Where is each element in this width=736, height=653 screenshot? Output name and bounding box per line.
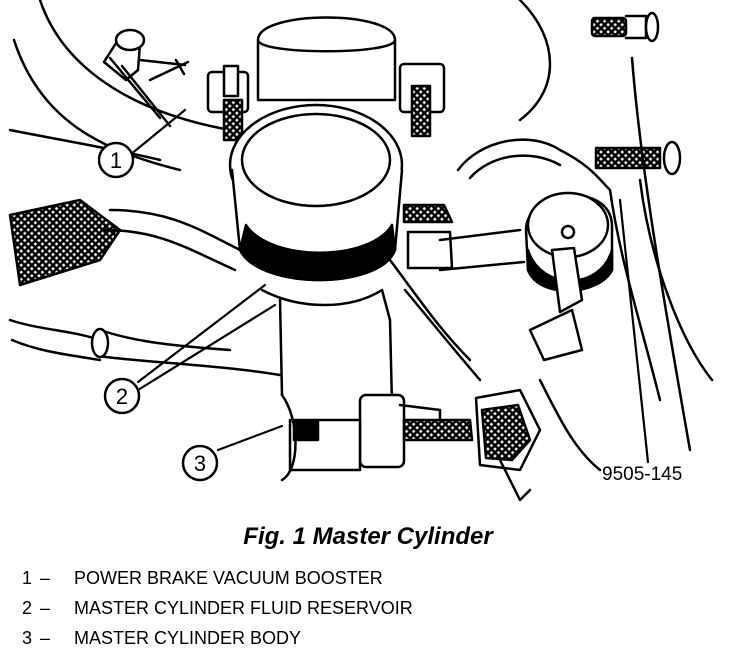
callout-3-number: 3 (194, 451, 206, 476)
callout-leader-lines (128, 108, 650, 464)
brake-lines-right (388, 138, 612, 442)
callout-legend: 1–POWER BRAKE VACUUM BOOSTER 2–MASTER CY… (22, 563, 413, 653)
reservoir-mount-brackets (206, 62, 446, 142)
vacuum-booster-outline (8, 0, 552, 172)
legend-item-1: 1– POWER BRAKE VACUUM BOOSTER (22, 563, 413, 593)
master-cylinder-illustration: 1 2 3 9505-145 (8, 0, 714, 502)
callout-2-number: 2 (116, 384, 128, 409)
legend-item-2: 2– MASTER CYLINDER FLUID RESERVOIR (22, 593, 413, 623)
legend-separator: – (40, 568, 51, 588)
brake-line-left (8, 198, 282, 377)
legend-item-1-label: POWER BRAKE VACUUM BOOSTER (74, 568, 383, 588)
drawing-number: 9505-145 (602, 464, 682, 485)
legend-item-3-number: 3 (22, 628, 33, 648)
legend-item-2-label: MASTER CYLINDER FLUID RESERVOIR (74, 598, 413, 618)
proportioning-valve (524, 191, 614, 362)
reservoir-cap (256, 16, 397, 102)
master-cylinder-body (260, 288, 406, 482)
fluid-reservoir (228, 103, 404, 282)
legend-separator: – (40, 598, 51, 618)
booster-stud (102, 28, 190, 128)
legend-item-3: 3– MASTER CYLINDER BODY (22, 623, 413, 653)
figure-caption: Fig. 1 Master Cylinder (243, 523, 493, 550)
callout-1: 1 (97, 141, 135, 179)
legend-item-3-label: MASTER CYLINDER BODY (74, 628, 302, 648)
legend-separator: – (40, 628, 51, 648)
callout-2: 2 (103, 377, 141, 415)
callout-3: 3 (181, 444, 219, 482)
legend-item-1-number: 1 (22, 568, 33, 588)
wiring-harness (538, 56, 714, 472)
legend-item-2-number: 2 (22, 598, 33, 618)
callout-1-number: 1 (110, 148, 122, 173)
warning-switch-connector (474, 388, 542, 502)
